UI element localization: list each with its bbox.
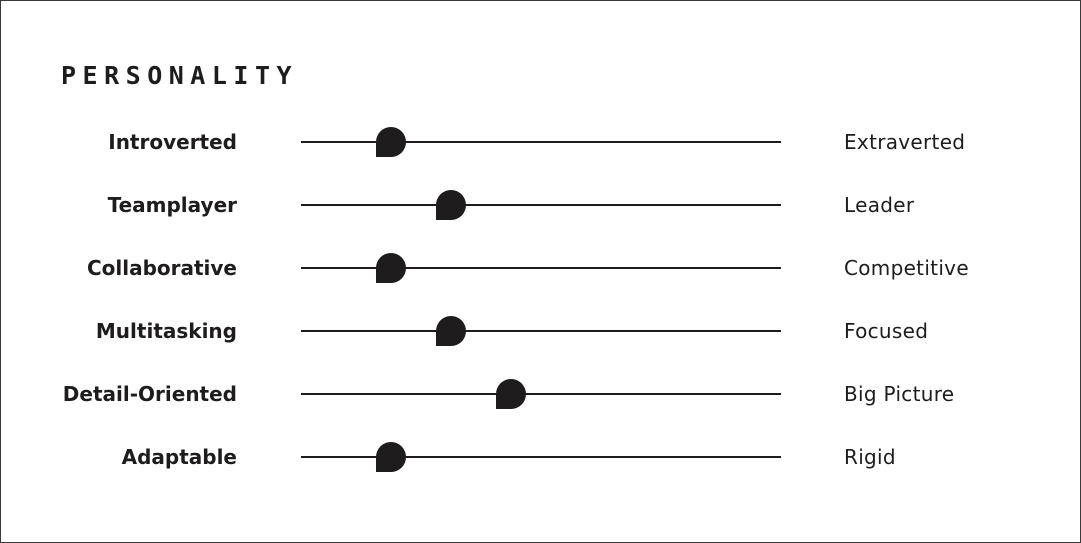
slider-track[interactable]	[301, 127, 781, 157]
scale-left-label: Multitasking	[95, 319, 237, 343]
scale-right-label: Extraverted	[844, 130, 966, 154]
scale-row: Introverted Extraverted	[1, 127, 1080, 157]
slider-track[interactable]	[301, 253, 781, 283]
scale-left-label: Adaptable	[121, 445, 237, 469]
slider-thumb[interactable]	[436, 190, 466, 220]
scale-left-label: Teamplayer	[107, 193, 237, 217]
slider-track[interactable]	[301, 316, 781, 346]
scale-row: Teamplayer Leader	[1, 190, 1080, 220]
scale-row: Multitasking Focused	[1, 316, 1080, 346]
slider-thumb[interactable]	[376, 253, 406, 283]
slider-track[interactable]	[301, 379, 781, 409]
scale-row: Adaptable Rigid	[1, 442, 1080, 472]
scale-row: Collaborative Competitive	[1, 253, 1080, 283]
scale-row: Detail-Oriented Big Picture	[1, 379, 1080, 409]
slider-track[interactable]	[301, 190, 781, 220]
scale-left-label: Detail-Oriented	[62, 382, 237, 406]
slider-track[interactable]	[301, 442, 781, 472]
slider-thumb[interactable]	[376, 442, 406, 472]
scale-right-label: Focused	[844, 319, 929, 343]
scale-left-label: Introverted	[108, 130, 237, 154]
slider-thumb[interactable]	[376, 127, 406, 157]
slider-thumb[interactable]	[436, 316, 466, 346]
scale-left-label: Collaborative	[86, 256, 237, 280]
scale-right-label: Leader	[844, 193, 915, 217]
slider-thumb[interactable]	[496, 379, 526, 409]
scale-right-label: Rigid	[844, 445, 896, 469]
scale-right-label: Big Picture	[844, 382, 955, 406]
section-title: PERSONALITY	[61, 61, 299, 90]
scale-right-label: Competitive	[844, 256, 969, 280]
